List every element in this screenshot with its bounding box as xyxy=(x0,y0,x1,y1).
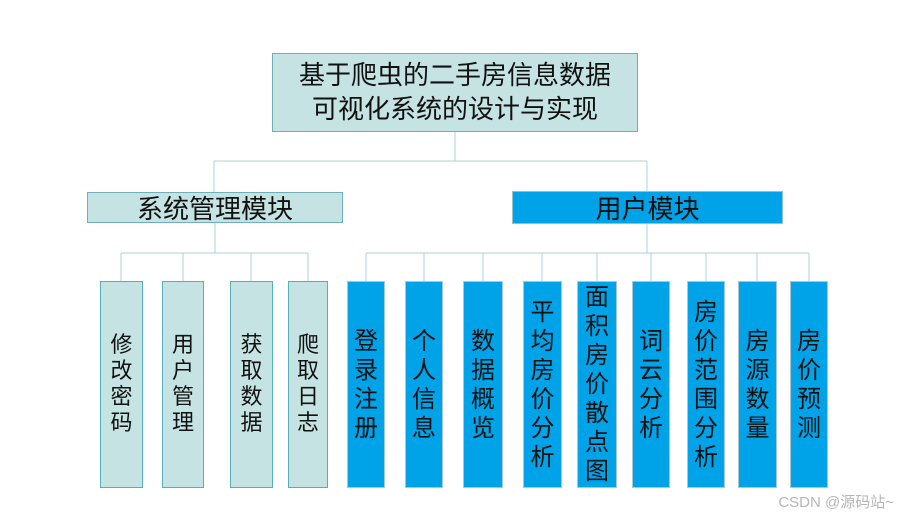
leaf-crawl-log: 爬取日志 xyxy=(288,281,328,488)
leaf-avg-price-analysis: 平均房价分析 xyxy=(523,281,562,488)
leaf-price-prediction: 房价预测 xyxy=(790,281,828,488)
leaf-data-overview-label: 数据概览 xyxy=(471,326,495,442)
branch-system-management: 系统管理模块 xyxy=(87,192,343,225)
root-title-line1: 基于爬虫的二手房信息数据 xyxy=(298,60,611,91)
leaf-price-prediction-label: 房价预测 xyxy=(797,326,821,442)
leaf-listing-count: 房源数量 xyxy=(738,281,777,488)
leaf-change-password: 修改密码 xyxy=(100,281,143,488)
branch-user-module: 用户模块 xyxy=(512,191,783,225)
root-title-line2: 可视化系统的设计与实现 xyxy=(311,94,598,125)
leaf-login-register-label: 登录注册 xyxy=(354,326,378,442)
leaf-login-register: 登录注册 xyxy=(347,281,385,488)
leaf-crawl-log-label: 爬取日志 xyxy=(296,332,319,436)
leaf-price-range-analysis: 房价范围分析 xyxy=(687,281,725,488)
root-node: 基于爬虫的二手房信息数据 可视化系统的设计与实现 xyxy=(272,53,638,132)
leaf-wordcloud-analysis-label: 词云分析 xyxy=(639,326,663,442)
leaf-change-password-label: 修改密码 xyxy=(110,332,133,436)
leaf-wordcloud-analysis: 词云分析 xyxy=(632,281,670,488)
leaf-data-overview: 数据概览 xyxy=(463,281,503,488)
leaf-area-price-scatter: 面积房价散点图 xyxy=(577,281,617,488)
leaf-user-management-label: 用户管理 xyxy=(171,332,194,436)
leaf-get-data-label: 获取数据 xyxy=(240,332,263,436)
leaf-avg-price-analysis-label: 平均房价分析 xyxy=(530,297,555,471)
leaf-get-data: 获取数据 xyxy=(230,281,273,488)
leaf-price-range-analysis-label: 房价范围分析 xyxy=(694,297,718,471)
leaf-listing-count-label: 房源数量 xyxy=(745,326,770,442)
leaf-area-price-scatter-label: 面积房价散点图 xyxy=(585,283,609,485)
leaf-personal-info: 个人信息 xyxy=(405,281,443,488)
watermark: CSDN @源码站~ xyxy=(778,494,894,511)
leaf-user-management: 用户管理 xyxy=(162,281,204,488)
leaf-personal-info-label: 个人信息 xyxy=(412,326,436,442)
